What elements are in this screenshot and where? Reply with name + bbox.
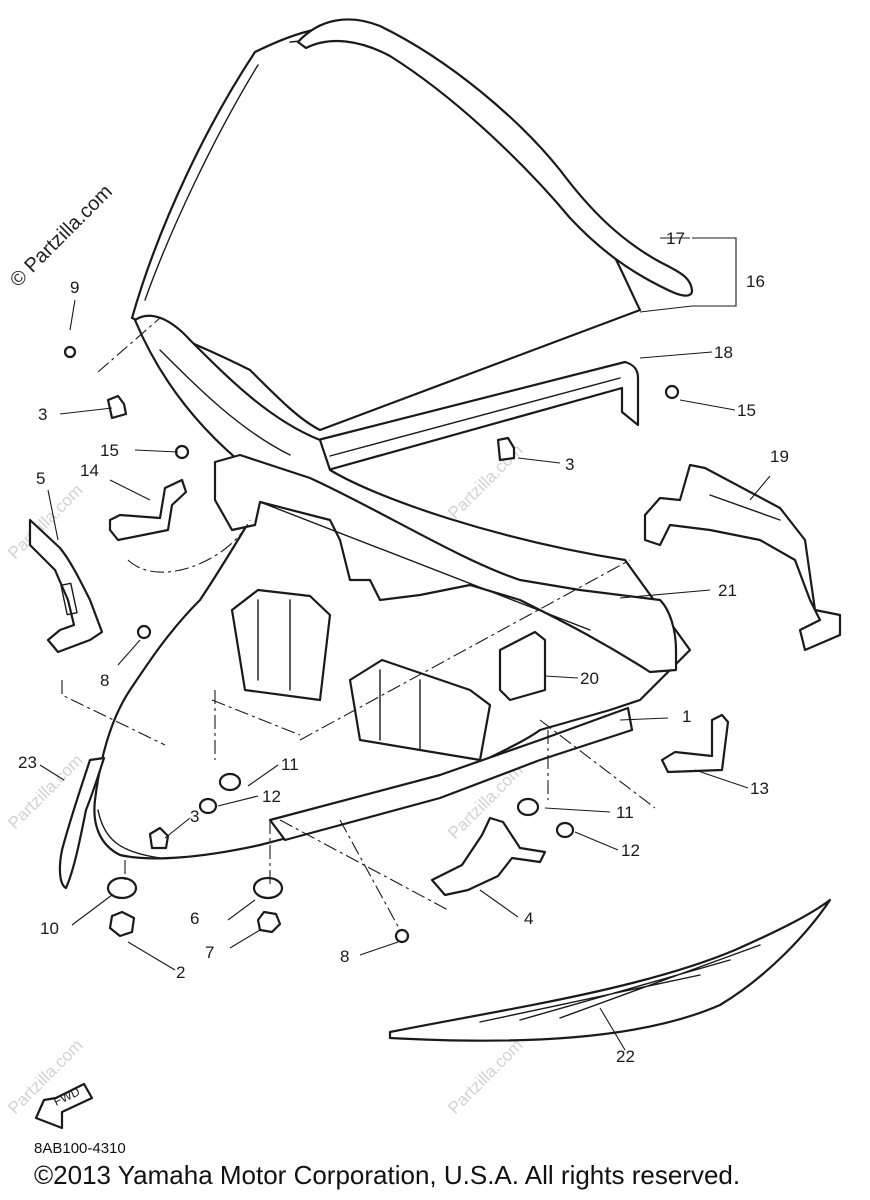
- air-duct: [213, 453, 678, 674]
- callout-6: 6: [190, 909, 199, 928]
- grommet-11b: [516, 797, 540, 817]
- callout-19: 19: [770, 447, 789, 466]
- nut-12b: [555, 821, 575, 839]
- callout-12: 12: [262, 787, 281, 806]
- leader-lines: [39, 237, 771, 1051]
- grommet-11a: [218, 772, 242, 792]
- callout-17: 17: [666, 229, 685, 248]
- trim-23: [58, 756, 106, 890]
- washer-10: [106, 876, 138, 900]
- callout-10: 10: [40, 919, 59, 938]
- clip-3b: [496, 436, 516, 462]
- callout-8: 8: [100, 671, 109, 690]
- bracket-4: [430, 816, 547, 897]
- screw-8b: [394, 928, 410, 944]
- bracket-13: [660, 713, 730, 774]
- callout-15: 15: [737, 401, 756, 420]
- bracket-5: [28, 518, 104, 654]
- lower-skirt: [268, 706, 634, 842]
- copyright-notice: ©2013 Yamaha Motor Corporation, U.S.A. A…: [34, 1160, 741, 1190]
- screw-8a: [136, 624, 152, 640]
- callout-1: 1: [682, 707, 691, 726]
- hardware: [63, 345, 680, 944]
- callout-16: 16: [746, 272, 765, 291]
- callout-4: 4: [524, 909, 533, 928]
- callout-12: 12: [621, 841, 640, 860]
- callout-3: 3: [190, 807, 199, 826]
- callout-3: 3: [565, 455, 574, 474]
- callout-11: 11: [281, 755, 299, 774]
- callout-20: 20: [580, 669, 599, 688]
- callout-2: 2: [176, 963, 185, 982]
- callout-8: 8: [340, 947, 349, 966]
- screw-15b: [664, 384, 680, 400]
- washer-6: [252, 876, 284, 900]
- instrument-housing: [230, 588, 492, 762]
- side-panel: [498, 630, 547, 702]
- catalog-code: 8AB100-4310: [34, 1140, 126, 1157]
- screw-9: [63, 345, 77, 359]
- callout-14: 14: [80, 461, 99, 480]
- callout-3: 3: [38, 405, 47, 424]
- bracket-14: [108, 478, 188, 542]
- callout-11: 11: [616, 803, 634, 822]
- nut-7: [256, 910, 282, 934]
- decal-22: [388, 898, 832, 1042]
- callout-23: 23: [18, 753, 37, 772]
- clip-3a: [106, 394, 128, 420]
- callout-18: 18: [714, 343, 733, 362]
- bracket-19: [643, 463, 842, 652]
- clip-3c: [148, 826, 170, 850]
- nut-12a: [198, 797, 218, 815]
- forward-arrow: FWD: [34, 1082, 94, 1130]
- callout-5: 5: [36, 469, 45, 488]
- watermark: Partzilla.com: [444, 1036, 526, 1118]
- callout-13: 13: [750, 779, 769, 798]
- windshield-trim: [296, 18, 694, 297]
- callout-7: 7: [205, 943, 214, 962]
- nut-2: [108, 910, 136, 938]
- callout-15: 15: [100, 441, 119, 460]
- callout-22: 22: [616, 1047, 635, 1066]
- partzilla-watermark: © Partzilla.com: [6, 181, 117, 292]
- callouts: 1 2 3 3 3 4 5 6 7 8 8 9 10 11 11 12 12 1…: [18, 229, 789, 1066]
- callout-9: 9: [70, 278, 79, 297]
- callout-21: 21: [718, 581, 737, 600]
